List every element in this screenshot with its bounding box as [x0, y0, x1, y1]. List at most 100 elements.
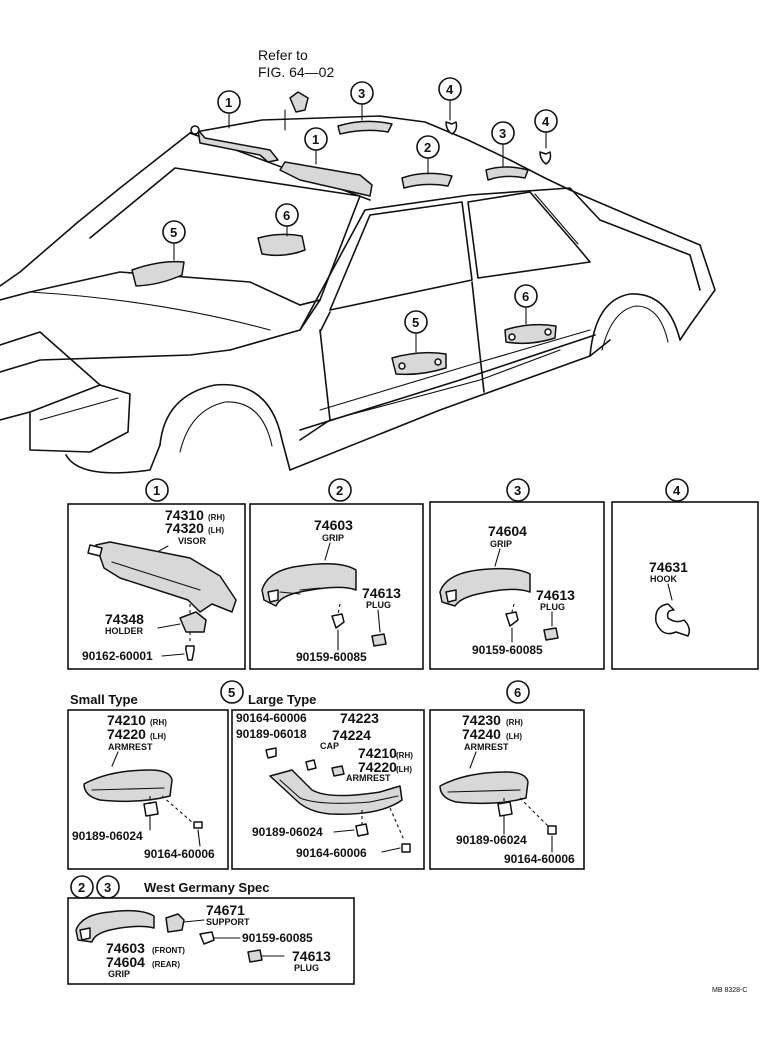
grip-part [261, 563, 357, 607]
hook-4-a [445, 121, 458, 135]
hook-4-b [539, 151, 552, 165]
panel6-name: ARMREST [464, 742, 509, 752]
callout-5-b: 5 [412, 315, 419, 330]
small-p2-suffix: (LH) [150, 732, 166, 741]
wg-grip-rear-suffix: (REAR) [152, 960, 180, 969]
panel-armrest-small: 74210 (RH) 74220 (LH) ARMREST 90189-0602… [67, 709, 229, 870]
panel-hook: 74631 HOOK [611, 501, 759, 670]
panel6-clip: 90189-06024 [456, 833, 527, 847]
large-name: ARMREST [346, 773, 391, 783]
armrest-small-part [83, 769, 173, 803]
wg-plug-part [247, 949, 263, 963]
car-illustration [0, 109, 716, 474]
reference-line1: Refer to [258, 47, 308, 63]
panel-grip-front: 74603 GRIP 74613 PLUG 90159-60085 [249, 503, 424, 670]
panel2-plug: 74613 [362, 585, 401, 601]
wg-number-2: 2 [78, 880, 85, 895]
panel3-plug: 74613 [536, 587, 575, 603]
panel5-number: 5 [228, 685, 235, 700]
car-parts [131, 91, 557, 376]
panel2-grip: 74603 [314, 517, 353, 533]
large-clip: 90189-06024 [252, 825, 323, 839]
large-cap-number: 74223 [340, 710, 379, 726]
callout-3-b: 3 [499, 126, 506, 141]
small-screw: 90164-60006 [144, 847, 215, 861]
visor-part [95, 541, 237, 613]
grip-3-roof-rear [485, 166, 529, 181]
wg-number-3: 3 [104, 880, 111, 895]
wg-grip-front-suffix: (FRONT) [152, 946, 185, 955]
panel4-number: 4 [673, 483, 681, 498]
screw-part-3 [505, 611, 519, 627]
panel2-grip-name: GRIP [322, 533, 344, 543]
panel1-p1-suffix: (RH) [208, 513, 225, 522]
large-cap-label: CAP [320, 741, 339, 751]
panel1-p1: 74310 [165, 507, 204, 523]
panel1-number: 1 [153, 483, 160, 498]
panel3-grip: 74604 [488, 523, 527, 539]
callout-3-a: 3 [358, 86, 365, 101]
armrest-6-front [257, 233, 306, 257]
panel-visor: 74310 (RH) 74320 (LH) VISOR 74348 HOLDER… [67, 503, 246, 670]
large-p2-suffix: (LH) [396, 765, 412, 774]
hook-part [655, 603, 691, 637]
panel4-hook-name: HOOK [650, 574, 678, 584]
wg-screw: 90159-60085 [242, 931, 313, 945]
panel1-holder: 74348 [105, 611, 144, 627]
support-part [165, 913, 185, 933]
wg-plug: 74613 [292, 948, 331, 964]
armrest-5-door [391, 351, 447, 376]
visor-right [279, 161, 373, 197]
wg-support-name: SUPPORT [206, 917, 250, 927]
large-p2: 74220 [358, 759, 397, 775]
panel1-p2: 74320 [165, 520, 204, 536]
wg-grip-rear: 74604 [106, 954, 145, 970]
wg-screw-part [199, 931, 215, 945]
large-clip-top: 90189-06018 [236, 727, 307, 741]
panel3-grip-name: GRIP [490, 539, 512, 549]
panel6-p1: 74230 [462, 712, 501, 728]
panel6-screw: 90164-60006 [504, 852, 575, 866]
screw-part [185, 645, 195, 661]
screw-part-2 [331, 613, 345, 629]
small-name: ARMREST [108, 742, 153, 752]
armrest-5-front [131, 260, 185, 287]
grip-part-3 [439, 567, 531, 607]
wg-plug-name: PLUG [294, 963, 319, 973]
wg-grip-part [75, 909, 155, 943]
reference-line2: FIG. 64—02 [258, 64, 334, 80]
callout-1-a: 1 [225, 95, 232, 110]
small-p2: 74220 [107, 726, 146, 742]
panel2-number: 2 [336, 483, 343, 498]
small-p1: 74210 [107, 712, 146, 728]
wg-grip-name: GRIP [108, 969, 130, 979]
holder-part [179, 611, 207, 633]
callout-6-a: 6 [283, 208, 290, 223]
footer-code: MB 8328-C [712, 987, 747, 994]
panel6-p1-suffix: (RH) [506, 718, 523, 727]
plug-part [371, 633, 387, 647]
callout-2-a: 2 [424, 140, 431, 155]
panel1-screw: 90162-60001 [82, 649, 153, 663]
grip-2-roof [401, 172, 453, 189]
panel6-p2: 74240 [462, 726, 501, 742]
small-type-title: Small Type [70, 692, 138, 707]
wg-support: 74671 [206, 902, 245, 918]
panel-armrest-6: 74230 (RH) 74240 (LH) ARMREST 90189-0602… [429, 709, 585, 870]
car-callouts: 1 1 3 4 2 3 4 6 5 5 6 [162, 77, 558, 334]
panel6-p2-suffix: (LH) [506, 732, 522, 741]
large-type-title: Large Type [248, 692, 316, 707]
callout-5-a: 5 [170, 225, 177, 240]
callout-1-b: 1 [312, 132, 319, 147]
armrest-6-door [504, 323, 557, 345]
panel-west-germany: 74671 SUPPORT 90159-60085 74603 (FRONT) … [67, 897, 355, 985]
panel2-screw: 90159-60085 [296, 650, 367, 664]
visor-pivot [190, 125, 200, 135]
panel3-number: 3 [514, 483, 521, 498]
panel6-number: 6 [514, 685, 521, 700]
large-screw: 90164-60006 [296, 846, 367, 860]
panel3-screw: 90159-60085 [472, 643, 543, 657]
armrest-large-part [269, 769, 403, 815]
callout-4-b: 4 [542, 114, 550, 129]
